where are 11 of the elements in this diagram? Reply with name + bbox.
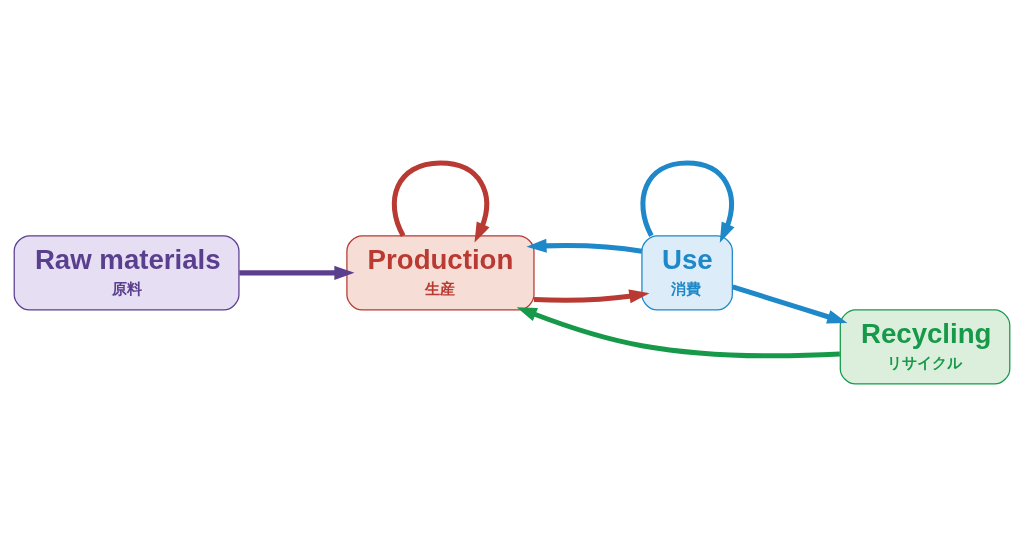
arrow [516, 307, 840, 359]
node-box: Production 生産 [346, 235, 535, 311]
arrow [640, 160, 735, 243]
node-box: Use 消費 [641, 235, 733, 311]
arrow [731, 284, 848, 324]
node-box: Raw materials 原料 [13, 235, 240, 311]
arrow [239, 265, 355, 280]
node-box: Recycling リサイクル [839, 309, 1011, 385]
arrow [391, 160, 490, 243]
arrow [533, 289, 650, 304]
arrow [526, 238, 643, 254]
